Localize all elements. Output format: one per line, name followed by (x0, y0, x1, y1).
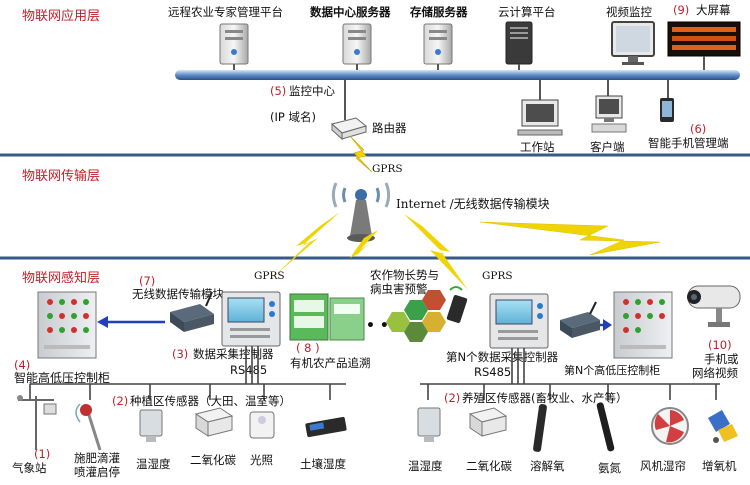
dissolved-oxygen-sensor-icon[interactable] (533, 404, 548, 453)
gprs-left-label: GPRS (254, 270, 285, 282)
router-label: 路由器 (372, 121, 407, 135)
wireless-module-label: 无线数据传输模块 (132, 287, 224, 301)
rs485-bus-left (29, 346, 346, 400)
co2-sensor-right-icon[interactable] (468, 407, 508, 437)
control-cabinet-left-icon[interactable] (37, 291, 97, 359)
camera-label-1: 手机或 (704, 352, 739, 366)
temp-humidity-sensor-right-icon[interactable] (417, 407, 441, 442)
irrigation-icon[interactable] (75, 403, 102, 451)
data-collector-right-icon[interactable] (489, 293, 549, 349)
temp-humidity-left-label: 温湿度 (136, 457, 171, 471)
aerator-label: 增氧机 (702, 459, 737, 473)
co2-left-label: 二氧化碳 (190, 453, 236, 467)
cabinet-left-number: (4) (14, 358, 30, 372)
storage-server-icon[interactable] (423, 23, 453, 70)
client-label: 客户端 (590, 140, 625, 154)
lightning-bolt-icon (404, 214, 468, 290)
layer-label-transport: 物联网传输层 (22, 168, 100, 184)
light-label: 光照 (250, 453, 273, 467)
traceability-number: ( 8 ) (296, 341, 320, 355)
breeding-label: 养殖区传感器(畜牧业、水产等） (462, 391, 628, 405)
temp-humidity-sensor-left-icon[interactable] (139, 409, 163, 442)
expert-platform-label: 远程农业专家管理平台 (168, 5, 283, 19)
weather-station-number: (1) (34, 447, 50, 461)
gprs-right-label: GPRS (482, 270, 513, 282)
data-collector-left-icon[interactable] (221, 291, 281, 347)
rs485-right-label: RS485 (474, 365, 511, 379)
rs485-left-label: RS485 (230, 363, 267, 377)
pest-warning-icons (386, 286, 468, 342)
phone-number: (6) (690, 122, 706, 136)
big-screen-icon[interactable] (667, 21, 741, 70)
traceability-screens-icon[interactable] (289, 293, 365, 341)
expert-platform-server-icon[interactable] (219, 23, 249, 70)
irrigation-label-2: 喷灌启停 (74, 465, 120, 479)
collector-right-label: 第N个数据采集控制器 (446, 350, 559, 364)
irrigation-label-1: 施肥滴灌 (74, 451, 120, 465)
dissolved-oxygen-label: 溶解氧 (530, 459, 565, 473)
lightning-bolt-icon (479, 221, 661, 256)
light-sensor-icon[interactable] (249, 411, 275, 439)
camera-label-2: 网络视频 (692, 366, 738, 380)
ammonia-sensor-icon[interactable] (596, 402, 615, 452)
breeding-number: (2) (444, 391, 460, 405)
soil-moisture-label: 土壤湿度 (300, 457, 346, 471)
camera-number: (10) (708, 338, 732, 352)
fan-curtain-label: 风机湿帘 (640, 459, 686, 473)
rs485-bus-right (420, 348, 720, 400)
ammonia-label: 氨氮 (598, 461, 621, 475)
cabinet-right-label: 第N个高低压控制柜 (564, 363, 660, 377)
network-bus (175, 70, 740, 80)
big-screen-label: 大屏幕 (696, 3, 731, 17)
storage-server-label: 存储服务器 (410, 5, 468, 19)
lightning-bolt-icon (340, 230, 378, 272)
smart-phone-icon[interactable] (660, 98, 674, 122)
monitor-center-number: (5) (270, 84, 286, 98)
cabinet-left-label: 智能高低压控制柜 (14, 370, 110, 385)
weather-station-icon[interactable] (17, 395, 57, 450)
crop-alert-label-1: 农作物长势与 (370, 268, 439, 282)
cloud-server-icon[interactable] (505, 21, 533, 70)
lightning-bolt-icon (349, 135, 373, 173)
workstation-icon[interactable] (517, 99, 563, 136)
arrow-head-icon (97, 316, 108, 328)
collector-left-number: (3) (172, 347, 188, 361)
data-center-label: 数据中心服务器 (310, 5, 391, 19)
wireless-module-number: (7) (139, 274, 155, 288)
temp-humidity-right-label: 温湿度 (408, 459, 443, 473)
camera-icon[interactable] (687, 285, 741, 327)
ip-domain-label: (IP 域名) (270, 110, 316, 124)
gprs-top-label: GPRS (372, 163, 403, 175)
workstation-label: 工作站 (520, 140, 555, 154)
wireless-tower-icon[interactable] (331, 182, 391, 242)
planting-number: (2) (112, 394, 128, 408)
phone-label: 智能手机管理端 (648, 136, 729, 150)
planting-label: 种植区传感器（大田、温室等） (130, 394, 291, 408)
aerator-icon[interactable] (708, 410, 738, 443)
traceability-label: 有机农产品追溯 (290, 356, 371, 370)
weather-station-label: 气象站 (12, 461, 47, 475)
video-monitor-label: 视频监控 (606, 5, 652, 19)
collector-left-label: 数据采集控制器 (193, 347, 274, 361)
fan-icon[interactable] (651, 407, 689, 445)
client-pc-icon[interactable] (591, 95, 627, 133)
co2-sensor-left-icon[interactable] (194, 407, 234, 437)
data-center-server-icon[interactable] (342, 23, 372, 70)
soil-moisture-sensor-icon[interactable] (305, 416, 347, 438)
big-screen-number: (9) (673, 3, 689, 17)
wireless-module-right-icon[interactable] (560, 301, 600, 338)
monitor-center-label: 监控中心 (289, 84, 335, 98)
layer-label-perception: 物联网感知层 (22, 270, 100, 286)
arrow-head-icon (603, 319, 612, 331)
cloud-platform-label: 云计算平台 (498, 5, 556, 19)
layer-label-application: 物联网应用层 (22, 8, 100, 24)
video-monitor-icon[interactable] (611, 21, 655, 65)
router-icon[interactable] (330, 117, 368, 141)
co2-right-label: 二氧化碳 (466, 459, 512, 473)
control-cabinet-right-icon[interactable] (613, 291, 673, 359)
crop-alert-label-2: 病虫害预警 (370, 282, 428, 296)
wireless-module-icon[interactable] (170, 291, 214, 332)
internet-module-label: Internet /无线数据传输模块 (396, 196, 550, 211)
